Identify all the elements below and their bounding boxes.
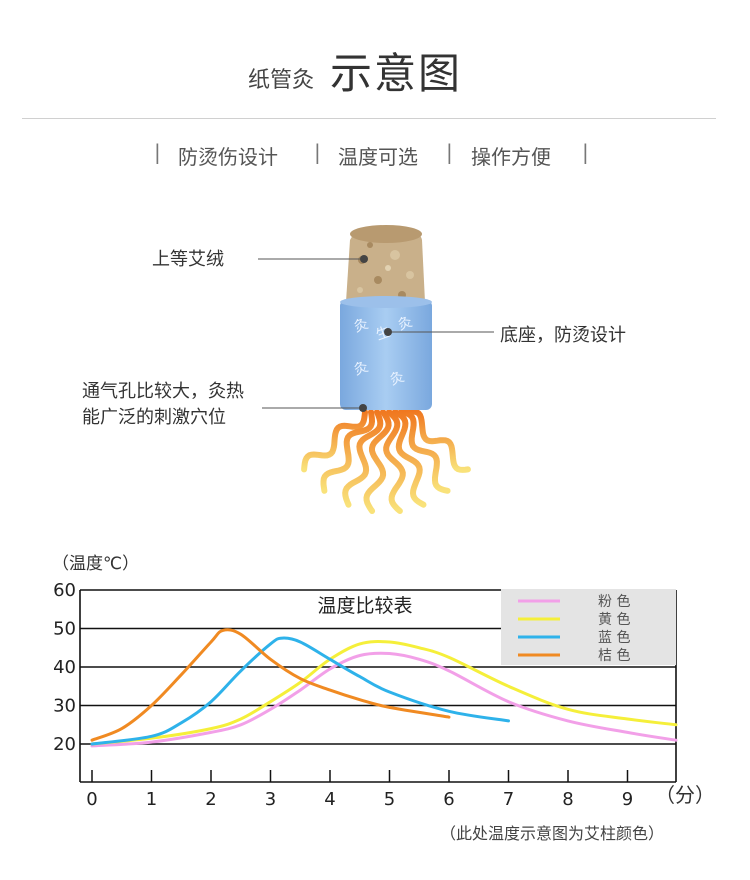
heat-wave bbox=[392, 409, 427, 508]
feature-separator: | bbox=[446, 140, 453, 164]
moxa-tube-diagram: 灸 生 灸 灸 灸 bbox=[258, 225, 494, 514]
title-prefix: 纸管灸 bbox=[248, 68, 315, 93]
x-tick-label: 2 bbox=[205, 789, 216, 810]
legend-label: 粉 色 bbox=[598, 593, 630, 610]
chart-ylabel: （温度℃） bbox=[52, 554, 139, 574]
series-line bbox=[90, 640, 678, 746]
page-title: 示意图 bbox=[330, 49, 463, 98]
footer-note: （此处温度示意图为艾柱颜色） bbox=[440, 824, 665, 843]
chart-legend: 粉 色黄 色蓝 色桔 色 bbox=[501, 589, 676, 665]
x-tick-label: 7 bbox=[503, 789, 514, 810]
x-tick-label: 8 bbox=[562, 789, 573, 810]
heat-wave bbox=[398, 409, 451, 494]
heat-wave bbox=[342, 409, 384, 508]
feature-separator: | bbox=[154, 140, 161, 164]
svg-text:灸: 灸 bbox=[352, 359, 371, 379]
heat-wave bbox=[363, 409, 392, 514]
leader-lines bbox=[258, 258, 494, 409]
moxa-wool bbox=[346, 225, 425, 302]
chart-y-ticks: 20 30 40 50 60 bbox=[53, 580, 76, 755]
y-tick-label: 30 bbox=[53, 696, 76, 717]
x-tick-label: 4 bbox=[324, 789, 335, 810]
leader-dots bbox=[359, 255, 392, 412]
x-tick-label: 6 bbox=[443, 789, 454, 810]
chart-x-ticks: 0 1 2 3 4 5 6 7 8 9 bbox=[86, 770, 633, 810]
feature-anti-scald: 防烫伤设计 bbox=[178, 145, 278, 169]
label-vent-line1: 通气孔比较大，灸热 bbox=[82, 381, 244, 402]
x-tick-label: 9 bbox=[622, 789, 633, 810]
series-line bbox=[90, 651, 678, 748]
series-line bbox=[90, 628, 451, 742]
label-base: 底座，防烫设计 bbox=[500, 325, 626, 346]
legend-label: 黄 色 bbox=[598, 611, 630, 628]
legend-label: 蓝 色 bbox=[598, 629, 630, 646]
title-divider bbox=[22, 118, 716, 119]
chart-series-lines bbox=[90, 628, 678, 748]
chart-title: 温度比较表 bbox=[317, 595, 412, 617]
x-tick-label: 3 bbox=[265, 789, 276, 810]
label-moxa: 上等艾绒 bbox=[152, 249, 224, 270]
legend-label: 桔 色 bbox=[598, 647, 630, 664]
svg-text:灸: 灸 bbox=[352, 316, 371, 336]
feature-separator: | bbox=[582, 140, 589, 164]
x-tick-label: 1 bbox=[146, 789, 157, 810]
temperature-chart: （温度℃） 20 30 40 50 60 0 1 2 3 4 5 6 7 8 9 温度比较表 粉 色黄 色… bbox=[52, 554, 715, 810]
paper-tube-base: 灸 生 灸 灸 灸 bbox=[340, 296, 432, 410]
y-tick-label: 20 bbox=[53, 734, 76, 755]
heat-waves bbox=[301, 408, 471, 514]
heat-wave bbox=[301, 409, 368, 473]
feature-temperature: 温度可选 bbox=[338, 145, 418, 169]
svg-text:灸: 灸 bbox=[396, 314, 415, 334]
svg-text:灸: 灸 bbox=[388, 369, 407, 389]
heat-wave bbox=[383, 409, 406, 514]
y-tick-label: 50 bbox=[53, 619, 76, 640]
chart-xlabel: （分） bbox=[655, 783, 715, 807]
heat-wave bbox=[320, 409, 376, 494]
x-tick-label: 0 bbox=[86, 789, 97, 810]
y-tick-label: 40 bbox=[53, 657, 76, 678]
label-vent-line2: 能广泛的刺激穴位 bbox=[82, 407, 226, 428]
x-tick-label: 5 bbox=[384, 789, 395, 810]
y-tick-label: 60 bbox=[53, 580, 76, 601]
feature-easy-use: 操作方便 bbox=[471, 145, 551, 169]
heat-wave bbox=[404, 408, 471, 473]
series-line bbox=[90, 636, 510, 746]
feature-separator: | bbox=[314, 140, 321, 164]
